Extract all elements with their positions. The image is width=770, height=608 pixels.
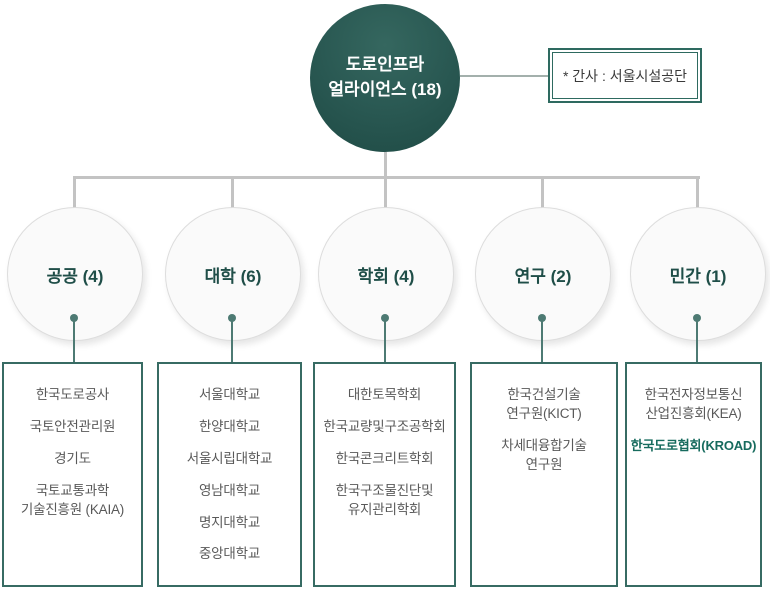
member-highlight: 한국도로협회(KROAD): [630, 437, 757, 453]
group-label-public: 공공 (4): [46, 266, 104, 286]
member-item: 한국콘크리트학회: [335, 450, 434, 466]
secretary-note-label: * 간사 : 서울시설공단: [562, 67, 688, 84]
anchor-dot-university: [228, 314, 236, 322]
connector-stub-society: [384, 178, 387, 208]
connector-drop-university: [231, 320, 233, 362]
root-node: 도로인프라 얼라이언스 (18): [310, 4, 460, 152]
member-item: 명지대학교: [198, 514, 261, 530]
member-item: 국토안전관리원: [29, 418, 116, 434]
member-item: 경기도: [54, 450, 91, 466]
member-item: 중앙대학교: [198, 546, 261, 562]
member-item: 한국도로공사: [35, 387, 110, 402]
connector-drop-society: [384, 320, 386, 362]
connector-stub-research: [541, 178, 544, 208]
member-item: 차세대융합기술 연구원: [501, 437, 587, 472]
secretary-note-inner: * 간사 : 서울시설공단: [552, 52, 698, 99]
root-node-label: 도로인프라 얼라이언스 (18): [328, 55, 442, 99]
group-label-university: 대학 (6): [204, 266, 262, 286]
member-item: 대한토목학회: [347, 387, 422, 402]
member-item: 영남대학교: [198, 482, 261, 498]
member-box-research: 한국건설기술 연구원(KICT) 차세대융합기술 연구원: [470, 362, 618, 587]
anchor-dot-private: [693, 314, 701, 322]
group-label-research: 연구 (2): [514, 266, 572, 286]
connector-drop-public: [73, 320, 75, 362]
connector-drop-research: [541, 320, 543, 362]
member-item: 국토교통과학 기술진흥원 (KAIA): [20, 482, 125, 517]
member-box-society: 대한토목학회 한국교량및구조공학회 한국콘크리트학회 한국구조물진단및 유지관리…: [313, 362, 456, 587]
member-item: 한국구조물진단및 유지관리학회: [335, 482, 434, 517]
anchor-dot-society: [381, 314, 389, 322]
member-box-private: 한국전자정보통신 산업진흥회(KEA) 한국도로협회(KROAD): [625, 362, 762, 587]
member-item: 서울시립대학교: [186, 450, 273, 466]
member-item: 한국건설기술 연구원(KICT): [506, 387, 582, 421]
member-box-university: 서울대학교 한양대학교 서울시립대학교 영남대학교 명지대학교 중앙대학교: [157, 362, 302, 587]
secretary-note-box: * 간사 : 서울시설공단: [548, 48, 702, 103]
connector-stub-university: [231, 178, 234, 208]
anchor-dot-research: [538, 314, 546, 322]
group-circle-society: 학회 (4): [318, 207, 454, 341]
member-item: 한양대학교: [198, 418, 261, 434]
member-item: 한국전자정보통신 산업진흥회(KEA): [644, 387, 743, 421]
member-item: 서울대학교: [198, 387, 261, 402]
member-box-public: 한국도로공사 국토안전관리원 경기도 국토교통과학 기술진흥원 (KAIA): [2, 362, 143, 587]
connector-drop-private: [696, 320, 698, 362]
group-label-private: 민간 (1): [669, 266, 727, 286]
connector-root-to-note: [460, 75, 548, 77]
connector-horizontal-rail: [73, 176, 700, 179]
connector-stub-public: [73, 178, 76, 208]
connector-root-vertical: [384, 152, 387, 177]
group-label-society: 학회 (4): [357, 266, 415, 286]
connector-stub-private: [696, 178, 699, 208]
anchor-dot-public: [70, 314, 78, 322]
member-item: 한국교량및구조공학회: [323, 418, 446, 434]
